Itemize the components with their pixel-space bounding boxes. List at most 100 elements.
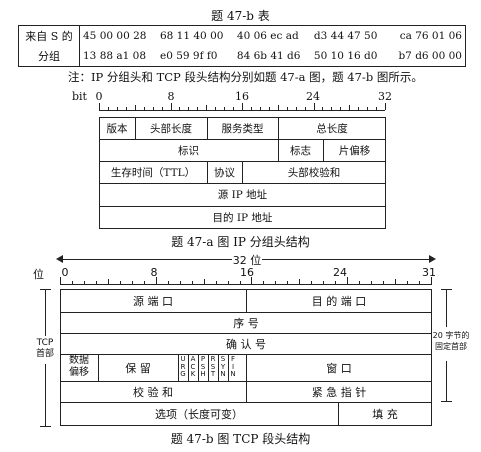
ruler-tick [431, 277, 432, 284]
tcp-field-options: 选项（长度可变） [155, 408, 243, 421]
ruler-tick-label: 32 [378, 90, 392, 103]
ruler-tick [323, 281, 325, 284]
side-bracket-line [45, 289, 46, 336]
ruler-line [99, 110, 385, 111]
ruler-tick [107, 279, 109, 284]
ruler-tick [286, 107, 288, 110]
hex-cell: 84 6b 41 d6 [233, 46, 311, 67]
ruler-tick [376, 107, 378, 110]
tcp-field-src-port: 源 端 口 [133, 294, 173, 308]
tcp-figure-caption: 题 47-b 图 TCP 段头结构 [170, 432, 311, 446]
ruler-tick [359, 281, 361, 284]
ruler-tick [161, 107, 163, 110]
ip-figure-caption: 题 47-a 图 IP 分组头结构 [171, 235, 310, 249]
table-title: 题 47-b 表 [211, 9, 270, 23]
row-divider [99, 206, 386, 207]
ruler-tick [116, 107, 118, 110]
ruler-tick [152, 107, 154, 110]
ip-field-dst-ip: 目的 IP 地址 [212, 212, 273, 224]
tcp-side-label-line: TCP [36, 338, 54, 348]
note-text: 注：IP 分组头和 TCP 段头结构分别如题 47-a 图，题 47-b 图所示… [68, 70, 423, 84]
side-bracket-cap [40, 289, 51, 290]
tcp-field-padding: 填 充 [372, 408, 398, 421]
ruler-tick [299, 279, 301, 284]
ip-field-flags: 标志 [290, 144, 311, 157]
ruler-tick [233, 107, 235, 110]
fixed-bracket-cap [441, 401, 452, 402]
row-divider [60, 402, 432, 403]
ruler-line [60, 284, 432, 285]
ruler-tick [179, 281, 181, 284]
col-divider [178, 354, 179, 381]
col-divider [207, 117, 208, 139]
ruler-tick [268, 107, 270, 110]
ruler-tick [383, 281, 385, 284]
data-offset-line: 偏移 [69, 367, 89, 378]
tcp-field-reserved: 保 留 [125, 361, 151, 375]
col-divider [135, 117, 136, 139]
ruler-tick [71, 281, 73, 284]
hex-cell: 13 88 a1 08 [79, 46, 157, 67]
hex-table: 来自 S 的 45 00 00 28 68 11 40 00 40 06 ec … [18, 25, 466, 67]
ruler-tick [358, 107, 360, 110]
col-divider [208, 354, 209, 381]
ruler-tick [155, 277, 157, 284]
bit-ruler-prefix: bit [72, 90, 87, 103]
ruler-tick-label: 24 [333, 266, 347, 279]
ip-field-src-ip: 源 IP 地址 [217, 189, 268, 201]
ruler-tick-label: 16 [240, 266, 254, 279]
fixed-header-label: 20 字节的 固定首部 [428, 330, 474, 352]
row-label: 来自 S 的 [18, 25, 80, 46]
row-divider [99, 139, 386, 140]
col-divider [242, 161, 243, 183]
col-divider [246, 289, 247, 312]
row-label: 分组 [18, 46, 80, 67]
side-bracket-cap [40, 426, 51, 427]
ruler-tick [119, 281, 121, 284]
ruler-tick [191, 281, 193, 284]
ruler-tick [304, 107, 306, 110]
ruler-tick [143, 107, 145, 110]
col-divider [246, 354, 247, 381]
ruler-tick [125, 107, 127, 110]
ruler-tick [371, 281, 373, 284]
col-divider [188, 354, 189, 381]
width-arrow-line [262, 259, 431, 260]
ruler-tick [250, 107, 252, 110]
ruler-tick [275, 281, 277, 284]
row-divider [99, 183, 386, 184]
data-offset-line: 数据 [69, 355, 89, 366]
ruler-tick [83, 281, 85, 284]
ruler-tick [295, 107, 297, 110]
fixed-bracket-line [446, 361, 447, 401]
tcp-field-ack: 确 认 号 [226, 337, 266, 351]
ruler-tick [167, 281, 169, 284]
ruler-tick [197, 107, 199, 110]
ruler-tick [419, 281, 421, 284]
ruler-tick [134, 105, 136, 110]
tcp-field-seq: 序 号 [233, 316, 259, 330]
ip-field-ihl: 头部长度 [150, 122, 192, 135]
ip-field-total-length: 总长度 [316, 122, 348, 135]
ruler-tick [313, 103, 315, 110]
ruler-tick [239, 281, 241, 284]
hex-cell: 68 11 40 00 [156, 25, 234, 46]
ruler-tick [60, 277, 61, 284]
ruler-tick [311, 281, 313, 284]
width-arrow-line [60, 259, 232, 260]
col-divider [246, 381, 247, 402]
ruler-tick [331, 107, 333, 110]
ruler-tick [179, 107, 181, 110]
width-label: 32 位 [232, 254, 262, 267]
col-divider [228, 354, 229, 381]
ruler-tick [287, 281, 289, 284]
hex-cell: b7 d6 00 00 [387, 46, 466, 67]
col-divider [98, 354, 99, 381]
hex-cell: 50 10 16 d0 [310, 46, 388, 67]
col-divider [218, 354, 219, 381]
ip-field-ttl: 生存时间（TTL） [110, 166, 196, 179]
ruler-tick [215, 281, 217, 284]
ip-field-tos: 服务类型 [221, 122, 264, 135]
ruler-tick [349, 105, 351, 110]
